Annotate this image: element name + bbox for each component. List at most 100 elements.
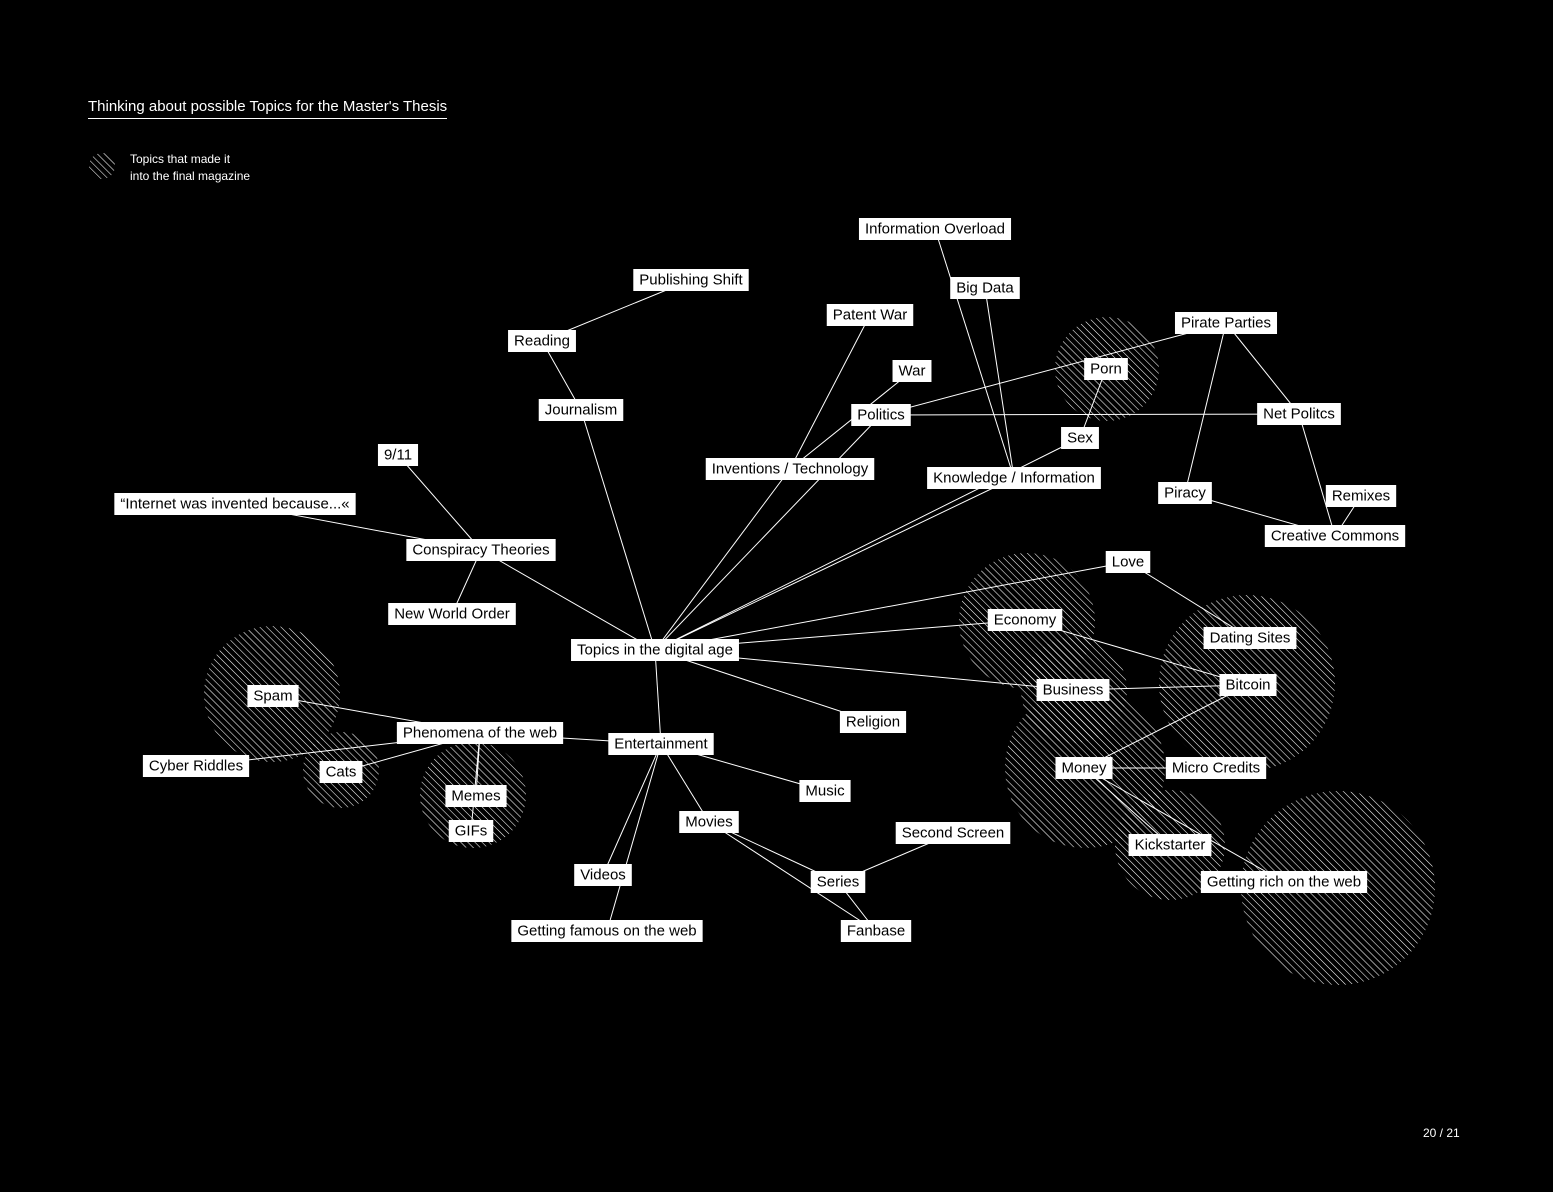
edge-money-getting-rich (1083, 767, 1285, 883)
node-box (1203, 627, 1297, 649)
node-second-screen: Second Screen (895, 822, 1011, 844)
node-box (633, 269, 749, 291)
edge-politics-net-politcs (880, 413, 1300, 416)
node-entertainment: Entertainment (608, 733, 714, 755)
node-publishing-shift: Publishing Shift (633, 269, 749, 291)
node-box (406, 539, 556, 561)
node-big-data: Big Data (950, 277, 1020, 299)
node-information-overload: Information Overload (858, 218, 1012, 240)
node-label: Piracy (1164, 485, 1206, 502)
edge-money-kickstarter (1083, 767, 1171, 846)
node-box (508, 330, 576, 352)
node-box (1257, 403, 1341, 425)
node-money: Money (1055, 757, 1113, 779)
node-topics-digital-age: Topics in the digital age (571, 639, 739, 661)
edge-politics-pirate-parties (880, 322, 1227, 416)
node-box (826, 304, 914, 326)
node-conspiracy-theories: Conspiracy Theories (406, 539, 556, 561)
node-label: Love (1112, 554, 1145, 571)
node-pirate-parties: Pirate Parties (1174, 312, 1278, 334)
node-love: Love (1105, 551, 1151, 573)
node-box (1084, 358, 1128, 380)
edge-pirate-parties-net-politcs (1225, 322, 1300, 415)
node-box (1036, 679, 1110, 701)
node-label: Cyber Riddles (149, 758, 243, 775)
node-piracy: Piracy (1158, 482, 1212, 504)
node-box (396, 722, 564, 744)
node-box (377, 444, 419, 466)
edge-entertainment-topics-digital-age (654, 649, 662, 745)
node-box (319, 761, 363, 783)
edge-patent-war-inventions-technology (789, 314, 871, 470)
page-title: Thinking about possible Topics for the M… (88, 98, 448, 119)
node-label: Cats (326, 764, 357, 781)
node-creative-commons: Creative Commons (1264, 525, 1406, 547)
node-box (679, 811, 739, 833)
node-label: Spam (253, 688, 292, 705)
node-memes: Memes (445, 785, 507, 807)
node-box (950, 277, 1020, 299)
node-box (571, 639, 739, 661)
node-box (705, 458, 875, 480)
node-label: GIFs (455, 823, 488, 840)
node-label: Creative Commons (1271, 528, 1399, 545)
node-label: Music (805, 783, 845, 800)
node-bitcoin: Bitcoin (1219, 674, 1277, 696)
node-box (538, 399, 624, 421)
node-box (858, 218, 1012, 240)
edge-knowledge-information-topics-digital-age (654, 477, 1015, 651)
edge-politics-topics-digital-age (654, 414, 882, 651)
node-porn: Porn (1084, 358, 1128, 380)
edge-big-data-knowledge-information (984, 287, 1015, 479)
node-label: Big Data (956, 280, 1014, 297)
node-cyber-riddles: Cyber Riddles (142, 755, 250, 777)
edge-nine-eleven-conspiracy-theories (397, 454, 482, 551)
node-box (839, 711, 907, 733)
node-label: Phenomena of the web (403, 725, 557, 742)
node-politics: Politics (851, 404, 911, 426)
node-label: Videos (580, 867, 626, 884)
page-number: 20 / 21 (1423, 1126, 1460, 1140)
node-label: 9/11 (384, 447, 412, 464)
node-box (927, 467, 1101, 489)
node-label: Journalism (545, 402, 618, 419)
node-videos: Videos (574, 864, 632, 886)
edge-conspiracy-theories-topics-digital-age (480, 549, 656, 651)
node-business: Business (1036, 679, 1110, 701)
node-label: Economy (994, 612, 1057, 629)
node-box (1219, 674, 1277, 696)
node-label: Sex (1067, 430, 1093, 447)
node-label: “Internet was invented because...« (120, 496, 349, 513)
node-box (247, 685, 299, 707)
node-box (142, 755, 250, 777)
node-net-politcs: Net Politcs (1257, 403, 1341, 425)
node-war: War (892, 360, 932, 382)
node-label: New World Order (394, 606, 510, 623)
node-box (1200, 871, 1368, 893)
node-label: Conspiracy Theories (412, 542, 549, 559)
node-box (1128, 834, 1212, 856)
edge-money-bitcoin (1083, 684, 1249, 769)
edge-religion-topics-digital-age (654, 649, 874, 723)
edge-war-inventions-technology (789, 370, 913, 470)
legend-hatch-swatch (89, 153, 115, 179)
node-label: Publishing Shift (639, 272, 743, 289)
node-box (608, 733, 714, 755)
edge-movies-entertainment (660, 743, 710, 823)
node-series: Series (810, 871, 866, 893)
edge-pirate-parties-piracy (1184, 322, 1227, 494)
node-reading: Reading (508, 330, 576, 352)
node-spam: Spam (247, 685, 299, 707)
node-label: Remixes (1332, 488, 1390, 505)
node-label: Pirate Parties (1181, 315, 1271, 332)
node-box (1061, 427, 1099, 449)
node-box (1325, 485, 1397, 507)
node-label: Entertainment (614, 736, 708, 753)
node-inventions-technology: Inventions / Technology (705, 458, 875, 480)
node-nine-eleven: 9/11 (377, 444, 419, 466)
legend-line-1: Topics that made it (130, 152, 231, 166)
node-box (1158, 482, 1212, 504)
edge-gifs-phenomena-web (470, 732, 481, 832)
